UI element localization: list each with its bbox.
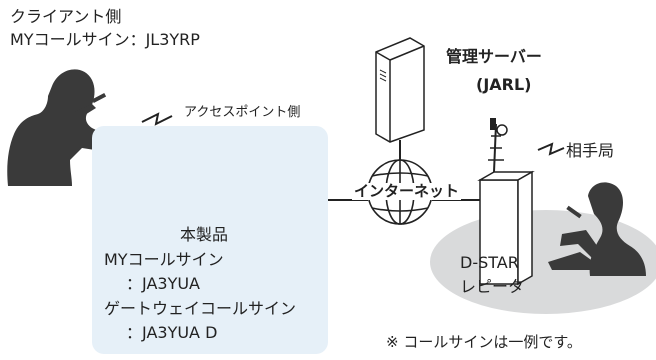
client-person-icon bbox=[7, 69, 110, 186]
repeater-label-line1: D-STAR bbox=[460, 253, 519, 272]
client-title: クライアント側 bbox=[10, 7, 122, 26]
wireless-signal-icon bbox=[141, 112, 173, 126]
access-point-title: アクセスポイント側 bbox=[184, 105, 301, 120]
repeater-label-line2: レピータ bbox=[460, 277, 525, 296]
server-icon bbox=[375, 37, 425, 143]
ap-gateway-callsign-label: ゲートウェイコールサイン bbox=[104, 299, 297, 318]
partner-person-icon bbox=[548, 182, 646, 276]
access-point-area bbox=[92, 126, 328, 354]
device-label: 本製品 bbox=[180, 225, 229, 244]
client-my-callsign: MYコールサイン：JL3YRP bbox=[10, 30, 200, 49]
partner-label: 相手局 bbox=[566, 141, 615, 160]
ap-my-callsign-label: MYコールサイン bbox=[104, 250, 224, 269]
internet-label: インターネット bbox=[352, 182, 462, 201]
footnote: ※ コールサインは一例です。 bbox=[386, 333, 582, 351]
ap-my-callsign-value: ：JA3YUA bbox=[126, 274, 200, 293]
ap-gateway-callsign-value: ：JA3YUA D bbox=[126, 323, 218, 342]
repeater-tower-icon bbox=[477, 118, 535, 286]
partner-wireless-signal-icon bbox=[537, 142, 565, 156]
server-title: 管理サーバー bbox=[446, 47, 542, 66]
server-subtitle: (JARL) bbox=[476, 75, 532, 94]
